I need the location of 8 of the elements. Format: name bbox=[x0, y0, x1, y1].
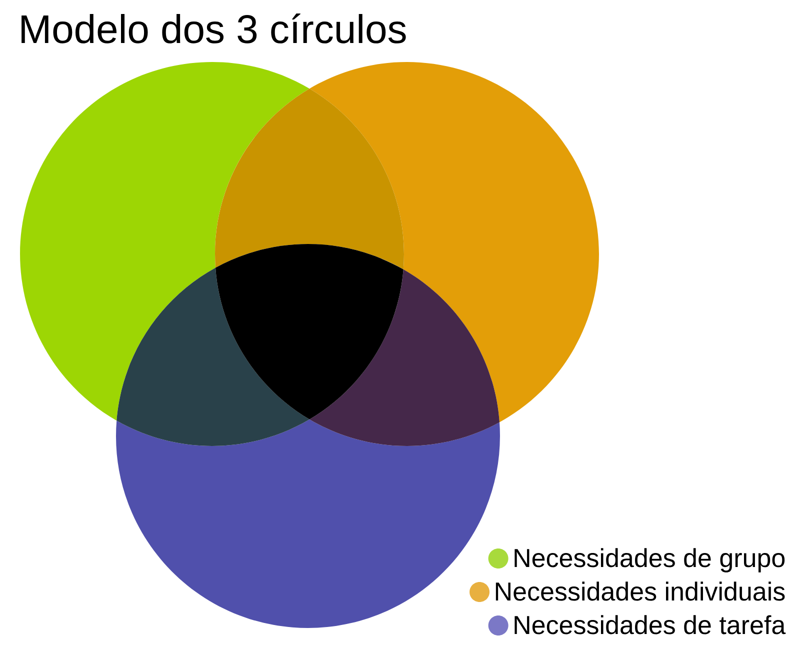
overlap-lens bbox=[310, 269, 500, 446]
overlap-lens bbox=[116, 268, 310, 446]
legend-label: Necessidades individuais bbox=[496, 582, 785, 601]
overlap-lens bbox=[215, 88, 404, 270]
legend-label: Necessidades de tarefa bbox=[514, 615, 786, 634]
center-overlap bbox=[216, 244, 404, 420]
title: Modelo dos 3 círculos bbox=[22, 14, 406, 44]
legend-label: Necessidades de grupo bbox=[514, 548, 785, 572]
